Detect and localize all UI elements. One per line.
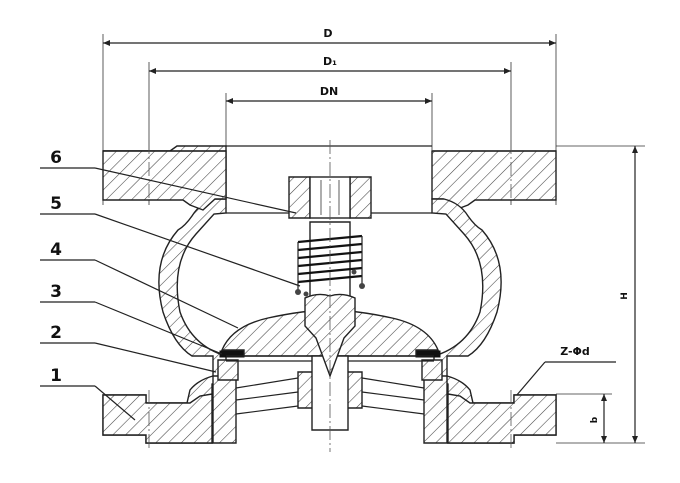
dim-label-DN: DN <box>320 85 338 98</box>
callout-leaders <box>40 167 301 421</box>
callout-5: 5 <box>50 194 62 214</box>
dim-label-D1: D₁ <box>323 55 337 68</box>
callout-3: 3 <box>50 282 62 302</box>
bolt-centerlines <box>148 140 512 450</box>
valve-seat-assembly <box>212 309 448 444</box>
valve-body <box>102 145 557 444</box>
callout-6: 6 <box>50 148 62 168</box>
dim-label-holes: Z-Φd <box>560 345 590 358</box>
dim-label-H: H <box>620 292 630 300</box>
callout-4: 4 <box>50 240 62 260</box>
callout-1: 1 <box>50 366 62 386</box>
dimension-lines <box>102 34 645 444</box>
dim-label-D: D <box>323 27 332 40</box>
dim-label-b: b <box>590 416 600 423</box>
callout-2: 2 <box>50 323 62 343</box>
